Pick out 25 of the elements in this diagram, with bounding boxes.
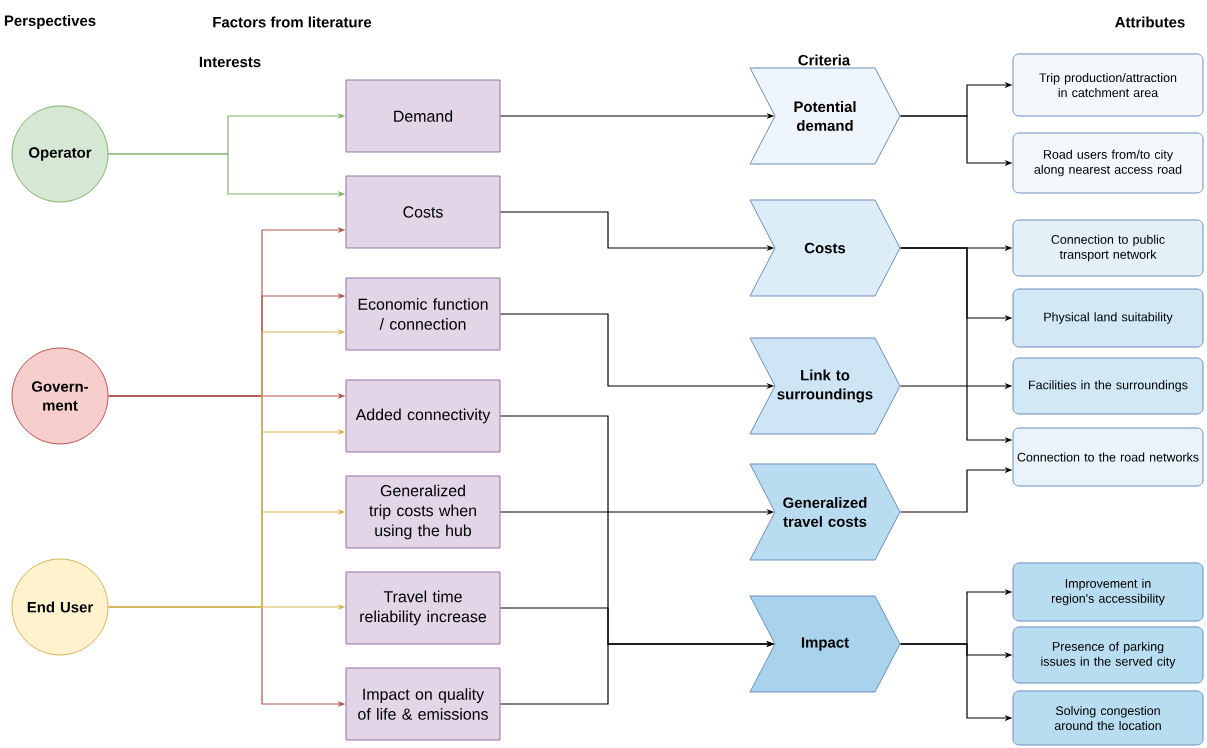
criterion-banner: Costs	[749, 199, 901, 297]
column-heading: Interests	[199, 56, 261, 68]
attribute-box: Connection to the road networks	[1012, 427, 1204, 487]
criterion-banner: Potential demand	[749, 67, 901, 165]
attribute-box: Road users from/to city along nearest access road	[1012, 132, 1204, 194]
criterion-banner: Generalized travel costs	[749, 463, 901, 561]
factor-box: Demand	[345, 79, 501, 153]
factor-box: Travel time reliability increase	[345, 571, 501, 645]
column-heading: Attributes	[1115, 16, 1185, 28]
attribute-box: Presence of parking issues in the served city	[1012, 626, 1204, 684]
criterion-banner: Link to surroundings	[749, 337, 901, 435]
attribute-box: Improvement in region's accessibility	[1012, 562, 1204, 622]
column-heading: Perspectives	[4, 15, 96, 29]
attribute-box: Trip production/attraction in catchment area	[1012, 53, 1204, 117]
criterion-banner: Impact	[749, 595, 901, 693]
factor-box: Generalized trip costs when using the hub	[345, 475, 501, 549]
column-heading: Factors from literature	[213, 16, 372, 28]
factor-box: Economic function / connection	[345, 277, 501, 351]
attribute-box: Solving congestion around the location	[1012, 690, 1204, 746]
factor-box: Added connectivity	[345, 379, 501, 453]
attribute-box: Physical land suitability	[1012, 288, 1204, 348]
factor-box: Costs	[345, 175, 501, 249]
attribute-box: Connection to public transport network	[1012, 219, 1204, 277]
attribute-box: Facilities in the surroundings	[1012, 357, 1204, 415]
factor-box: Impact on quality of life & emissions	[345, 667, 501, 741]
